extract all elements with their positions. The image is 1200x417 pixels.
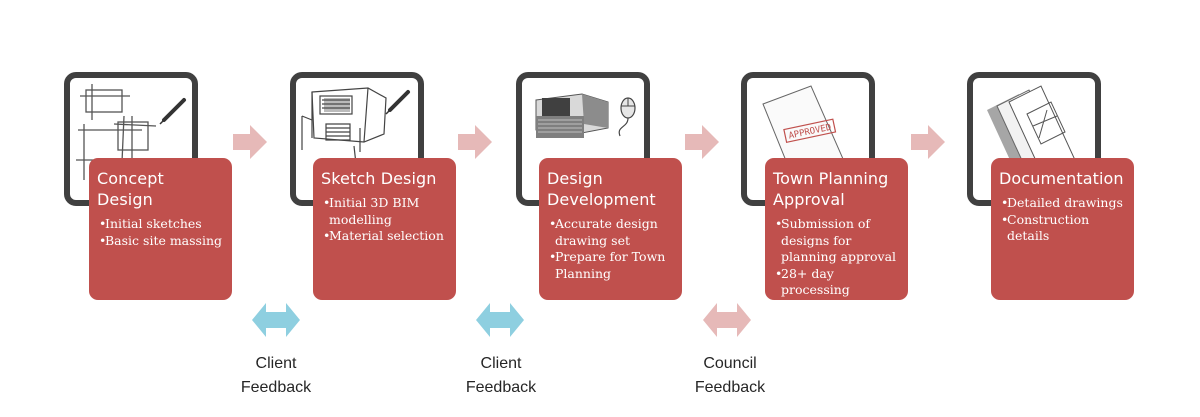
stage-title: Documentation [999,169,1124,188]
stage-title: Sketch Design [321,169,437,188]
client-feedback-label: Client Feedback [240,355,312,396]
documentation-card: Documentation •Detailed drawings •Constr… [991,158,1134,300]
stage-bullet: •Initial sketches [99,216,202,231]
stage-title: Design Development [547,169,656,209]
stage-bullet: •Material selection [323,228,444,243]
concept-sketch-icon [76,84,186,184]
stage-title: Town Planning Approval [773,169,889,209]
design-development-card: Design Development •Accurate design draw… [539,158,682,300]
sketch-design-card: Sketch Design •Initial 3D BIM modelling … [313,158,456,300]
stage-bullet: •28+ day processing [775,265,850,298]
drawing-set-icon [987,85,1076,184]
client-feedback-label: Client Feedback [465,355,537,396]
next-step-arrow-icon [233,125,267,159]
next-step-arrow-icon [911,125,945,159]
council-feedback-arrow-icon [703,303,751,337]
council-feedback-label: Council Feedback [694,355,766,396]
stage-bullet: •Basic site massing [99,232,223,248]
stage-bullet: •Initial 3D BIM modelling [323,195,420,227]
stage-bullet: •Accurate design drawing set [549,216,658,248]
stage-title: Concept Design [97,169,164,209]
client-feedback-arrow-icon [252,303,300,337]
stage-bullet: •Submission of designs for planning appr… [775,216,897,264]
stage-bullet: •Detailed drawings [1001,195,1123,210]
town-planning-card: Town Planning Approval •Submission of de… [765,158,908,300]
client-feedback-arrow-icon [476,303,524,337]
concept-design-card: Concept Design •Initial sketches •Basic … [89,158,232,300]
stage-bullet: •Prepare for Town Planning [549,249,666,281]
next-step-arrow-icon [458,125,492,159]
next-step-arrow-icon [685,125,719,159]
computer-model-icon [535,93,636,138]
sketch-model-icon [301,87,410,165]
stage-bullet: •Construction details [1001,211,1090,244]
